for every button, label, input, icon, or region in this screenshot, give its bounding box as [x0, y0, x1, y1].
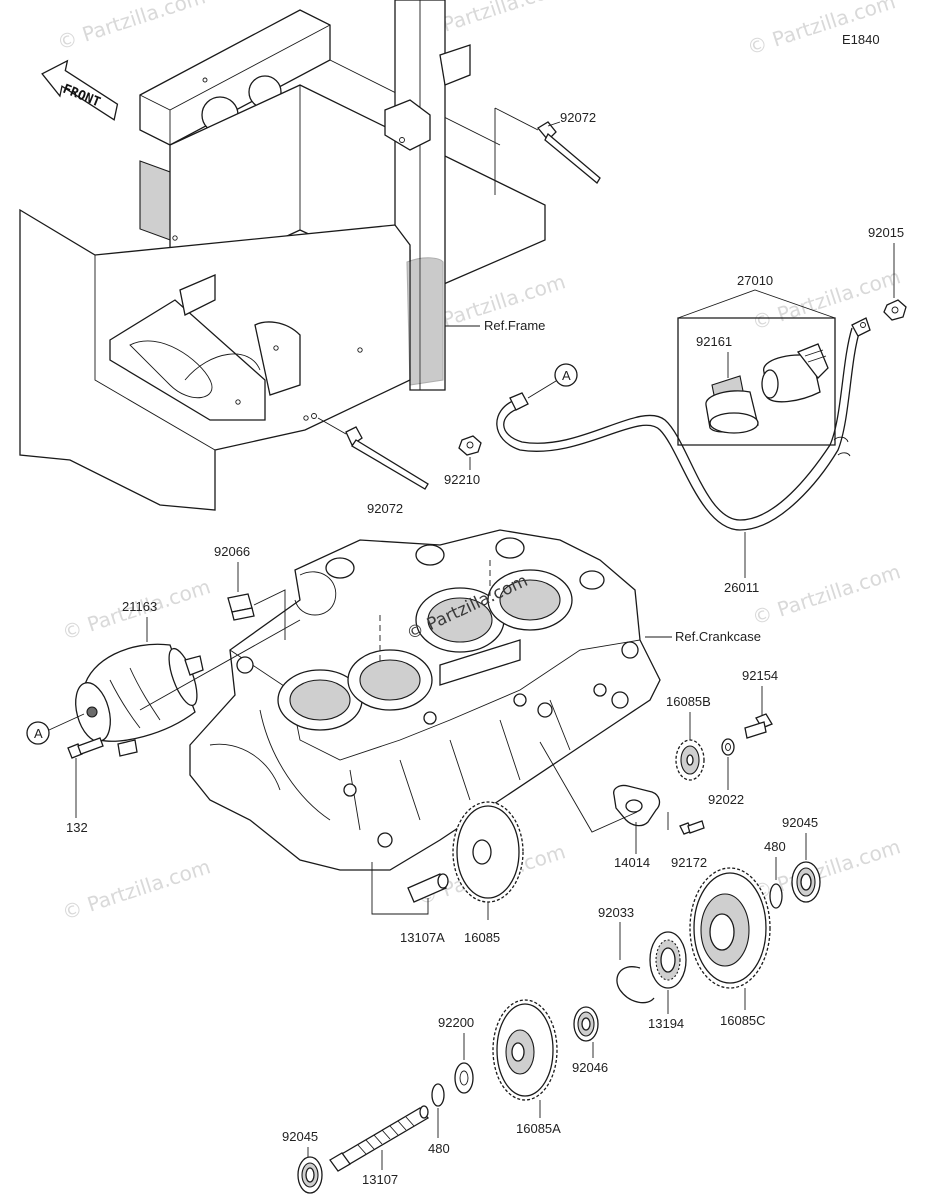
part-label: 92154 [742, 668, 778, 683]
ref-crankcase-label: Ref.Crankcase [675, 629, 761, 644]
cable [503, 327, 853, 521]
ref-frame-label: Ref.Frame [484, 318, 545, 333]
gear-icon [492, 999, 558, 1101]
part-label: 14014 [614, 855, 650, 870]
washer-icon [459, 1070, 469, 1086]
callout-a-label: A [562, 368, 571, 383]
part-label: 21163 [122, 599, 157, 614]
gear-icon [689, 867, 771, 989]
part-label: 16085 [464, 930, 500, 945]
part-label: 92066 [214, 544, 250, 559]
leader [139, 619, 301, 711]
front-arrow-icon: FRONT [41, 59, 119, 121]
snap-ring-icon [616, 966, 655, 1004]
bolt-icon [67, 737, 104, 759]
crankcase-illustration [189, 529, 661, 871]
circlip-icon [769, 883, 783, 909]
part-label: 16085C [720, 1013, 766, 1028]
watermark: © Partzilla.com [59, 854, 213, 925]
circlip-icon [431, 1083, 445, 1107]
starter-relay-icon [761, 343, 829, 403]
part-label: 480 [428, 1141, 450, 1156]
watermark: © Partzilla.com [744, 0, 898, 60]
washer-icon [725, 743, 731, 751]
watermark: © Partzilla.com [749, 559, 903, 630]
part-label: 92210 [444, 472, 480, 487]
part-label: 16085A [516, 1121, 561, 1136]
part-label: 92022 [708, 792, 744, 807]
leader [677, 289, 836, 319]
gear-icon [452, 801, 524, 903]
washer-icon [454, 1062, 474, 1094]
part-label: 480 [764, 839, 786, 854]
shaft-pin-icon [407, 873, 449, 903]
one-way-clutch-icon [649, 931, 687, 989]
part-label: 132 [66, 820, 88, 835]
part-label: 26011 [724, 580, 759, 595]
leader [527, 380, 557, 399]
bearing-icon [791, 861, 821, 903]
part-label: 92072 [367, 501, 403, 516]
part-label: 13194 [648, 1016, 684, 1031]
cable-tie-icon [537, 121, 601, 184]
nut-icon [458, 435, 482, 456]
cable-tie-icon [311, 413, 429, 490]
starter-motor-icon [75, 643, 204, 757]
leader [253, 589, 286, 640]
part-label: 92015 [868, 225, 904, 240]
cable [496, 329, 861, 531]
part-label: 27010 [737, 273, 773, 288]
washer-icon [721, 738, 735, 756]
shaft-icon [329, 1105, 429, 1172]
leader [539, 741, 638, 833]
bearing-icon [297, 1156, 323, 1194]
part-label: 92072 [560, 110, 596, 125]
relay-cover-icon [705, 375, 759, 434]
part-label: 92161 [696, 334, 732, 349]
leader [547, 121, 561, 127]
diagram-code: E1840 [842, 32, 880, 47]
part-label: 92045 [282, 1129, 318, 1144]
bolt-icon [744, 713, 773, 739]
part-label: 13107A [400, 930, 445, 945]
bolt-icon [679, 820, 705, 835]
part-label: 13107 [362, 1172, 398, 1187]
cable-terminal-icon [509, 392, 529, 411]
plug-icon [227, 593, 255, 621]
callout-a-label: A [34, 726, 43, 741]
part-label: 16085B [666, 694, 711, 709]
part-label: 92172 [671, 855, 707, 870]
callout-a [554, 363, 578, 387]
gear-icon [675, 739, 705, 781]
callout-a [26, 721, 50, 745]
watermark: © Partzilla.com [54, 0, 208, 55]
nut-icon [883, 299, 907, 321]
leader [317, 417, 347, 435]
leader [677, 317, 836, 446]
part-label: 92033 [598, 905, 634, 920]
leader [494, 107, 539, 131]
leader [371, 862, 429, 915]
part-label: 92046 [572, 1060, 608, 1075]
part-label: 92200 [438, 1015, 474, 1030]
cover-plate-icon [613, 784, 661, 827]
needle-bearing-icon [573, 1006, 599, 1042]
leader [48, 713, 85, 731]
frame-illustration [19, 0, 546, 511]
part-label: 92045 [782, 815, 818, 830]
